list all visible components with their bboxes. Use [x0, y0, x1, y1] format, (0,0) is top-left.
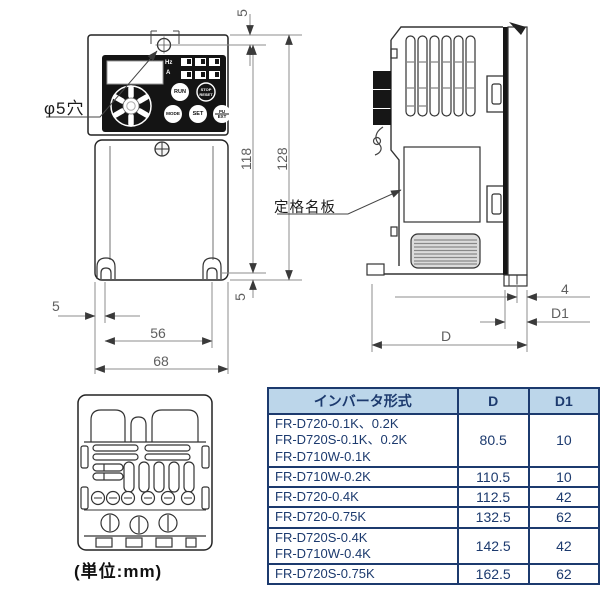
dim-left-offset: 5	[52, 298, 60, 314]
model-cell: FR-D720S-0.75K	[267, 562, 459, 586]
setting-dial	[110, 85, 152, 127]
model-cell: FR-D720-0.75K	[267, 506, 459, 529]
d1-cell: 42	[527, 526, 600, 565]
mounting-clips	[486, 75, 503, 223]
dim-hole-pitch-horizontal: 56	[150, 325, 166, 341]
dim-width: 68	[153, 353, 169, 369]
run-button-label: RUN	[174, 88, 186, 95]
table-row: FR-D720S-0.75K 162.5 62	[267, 562, 600, 586]
d1-cell: 42	[527, 485, 600, 509]
d1-cell: 10	[527, 413, 600, 468]
status-indicators	[181, 58, 220, 79]
back-cover	[507, 26, 528, 276]
dim-d: D	[441, 328, 452, 344]
keypad-side-profile	[373, 71, 391, 125]
table-header-row: インバータ形式 D D1	[267, 387, 600, 415]
rating-nameplate	[403, 146, 481, 223]
nameplate-leader-line	[277, 189, 402, 215]
d1-cell: 10	[527, 465, 600, 489]
col-header-model: インバータ形式	[267, 387, 459, 415]
d1-cell: 62	[527, 506, 600, 529]
set-button	[189, 105, 207, 123]
d-cell: 80.5	[456, 413, 530, 468]
d-cell: 162.5	[456, 562, 530, 586]
hz-label: Hz	[165, 60, 173, 66]
terminal-screws-large	[100, 513, 178, 535]
model-cell: FR-D710W-0.2K	[267, 465, 459, 489]
leader-lines	[46, 50, 402, 215]
din-hook-left	[90, 409, 126, 442]
d-cell: 142.5	[456, 526, 530, 565]
table-row: FR-D720-0.75K 132.5 62	[267, 506, 600, 529]
model-cell: FR-D720-0.1K、0.2K FR-D720S-0.1K、0.2K FR-…	[267, 413, 459, 468]
table-row: FR-D710W-0.2K 110.5 10	[267, 465, 600, 489]
seven-segment-display	[106, 60, 164, 85]
set-button-label: SET	[192, 110, 204, 117]
dim-height: 128	[274, 147, 290, 171]
run-button	[171, 83, 189, 101]
mode-button	[164, 105, 182, 123]
side-vent-slots	[405, 35, 476, 117]
dim-top-offset: 5	[234, 9, 250, 17]
unit-label: (単位:mm)	[74, 562, 163, 581]
table-row: FR-D720S-0.4K FR-D710W-0.4K 142.5 42	[267, 526, 600, 565]
model-cell: FR-D720-0.4K	[267, 485, 459, 509]
stop-reset-button-label: STOP RESET	[199, 87, 213, 97]
front-cover	[94, 139, 229, 281]
nameplate-label: 定格名板	[274, 200, 336, 216]
side-view	[366, 22, 528, 287]
d-cell: 132.5	[456, 506, 530, 529]
bottom-mounting-feet	[96, 257, 222, 279]
d1-cell: 62	[527, 562, 600, 586]
dim-d1: D1	[551, 305, 569, 321]
amp-label: A	[166, 70, 171, 76]
terminal-screws-small	[90, 490, 196, 506]
hole-diameter-label: φ5穴	[44, 99, 85, 118]
dim-side-lip: 4	[561, 281, 569, 297]
hole-leader-line	[46, 50, 158, 118]
dim-bottom-offset: 5	[232, 293, 248, 301]
bottom-grille	[410, 233, 481, 269]
col-header-d1: D1	[527, 387, 600, 415]
terminal-slots	[123, 461, 195, 493]
front-view	[87, 30, 231, 281]
pu-ext-button-label: PU EXT	[217, 108, 227, 120]
d-cell: 112.5	[456, 485, 530, 509]
stop-reset-button	[196, 82, 216, 102]
table-row: FR-D720-0.4K 112.5 42	[267, 485, 600, 509]
col-header-d: D	[456, 387, 530, 415]
inverter-dimension-table: インバータ形式 D D1 FR-D720-0.1K、0.2K FR-D720S-…	[267, 387, 600, 586]
bottom-view	[77, 394, 213, 551]
din-hook-middle	[130, 416, 147, 442]
din-hook-right	[151, 409, 199, 442]
dimension-lines	[58, 14, 590, 374]
mode-button-label: MODE	[166, 111, 180, 116]
d-cell: 110.5	[456, 465, 530, 489]
dim-hole-pitch-vertical: 118	[238, 147, 254, 171]
front-panel-edge	[503, 27, 508, 275]
table-row: FR-D720-0.1K、0.2K FR-D720S-0.1K、0.2K FR-…	[267, 413, 600, 468]
model-cell: FR-D720S-0.4K FR-D710W-0.4K	[267, 526, 459, 565]
